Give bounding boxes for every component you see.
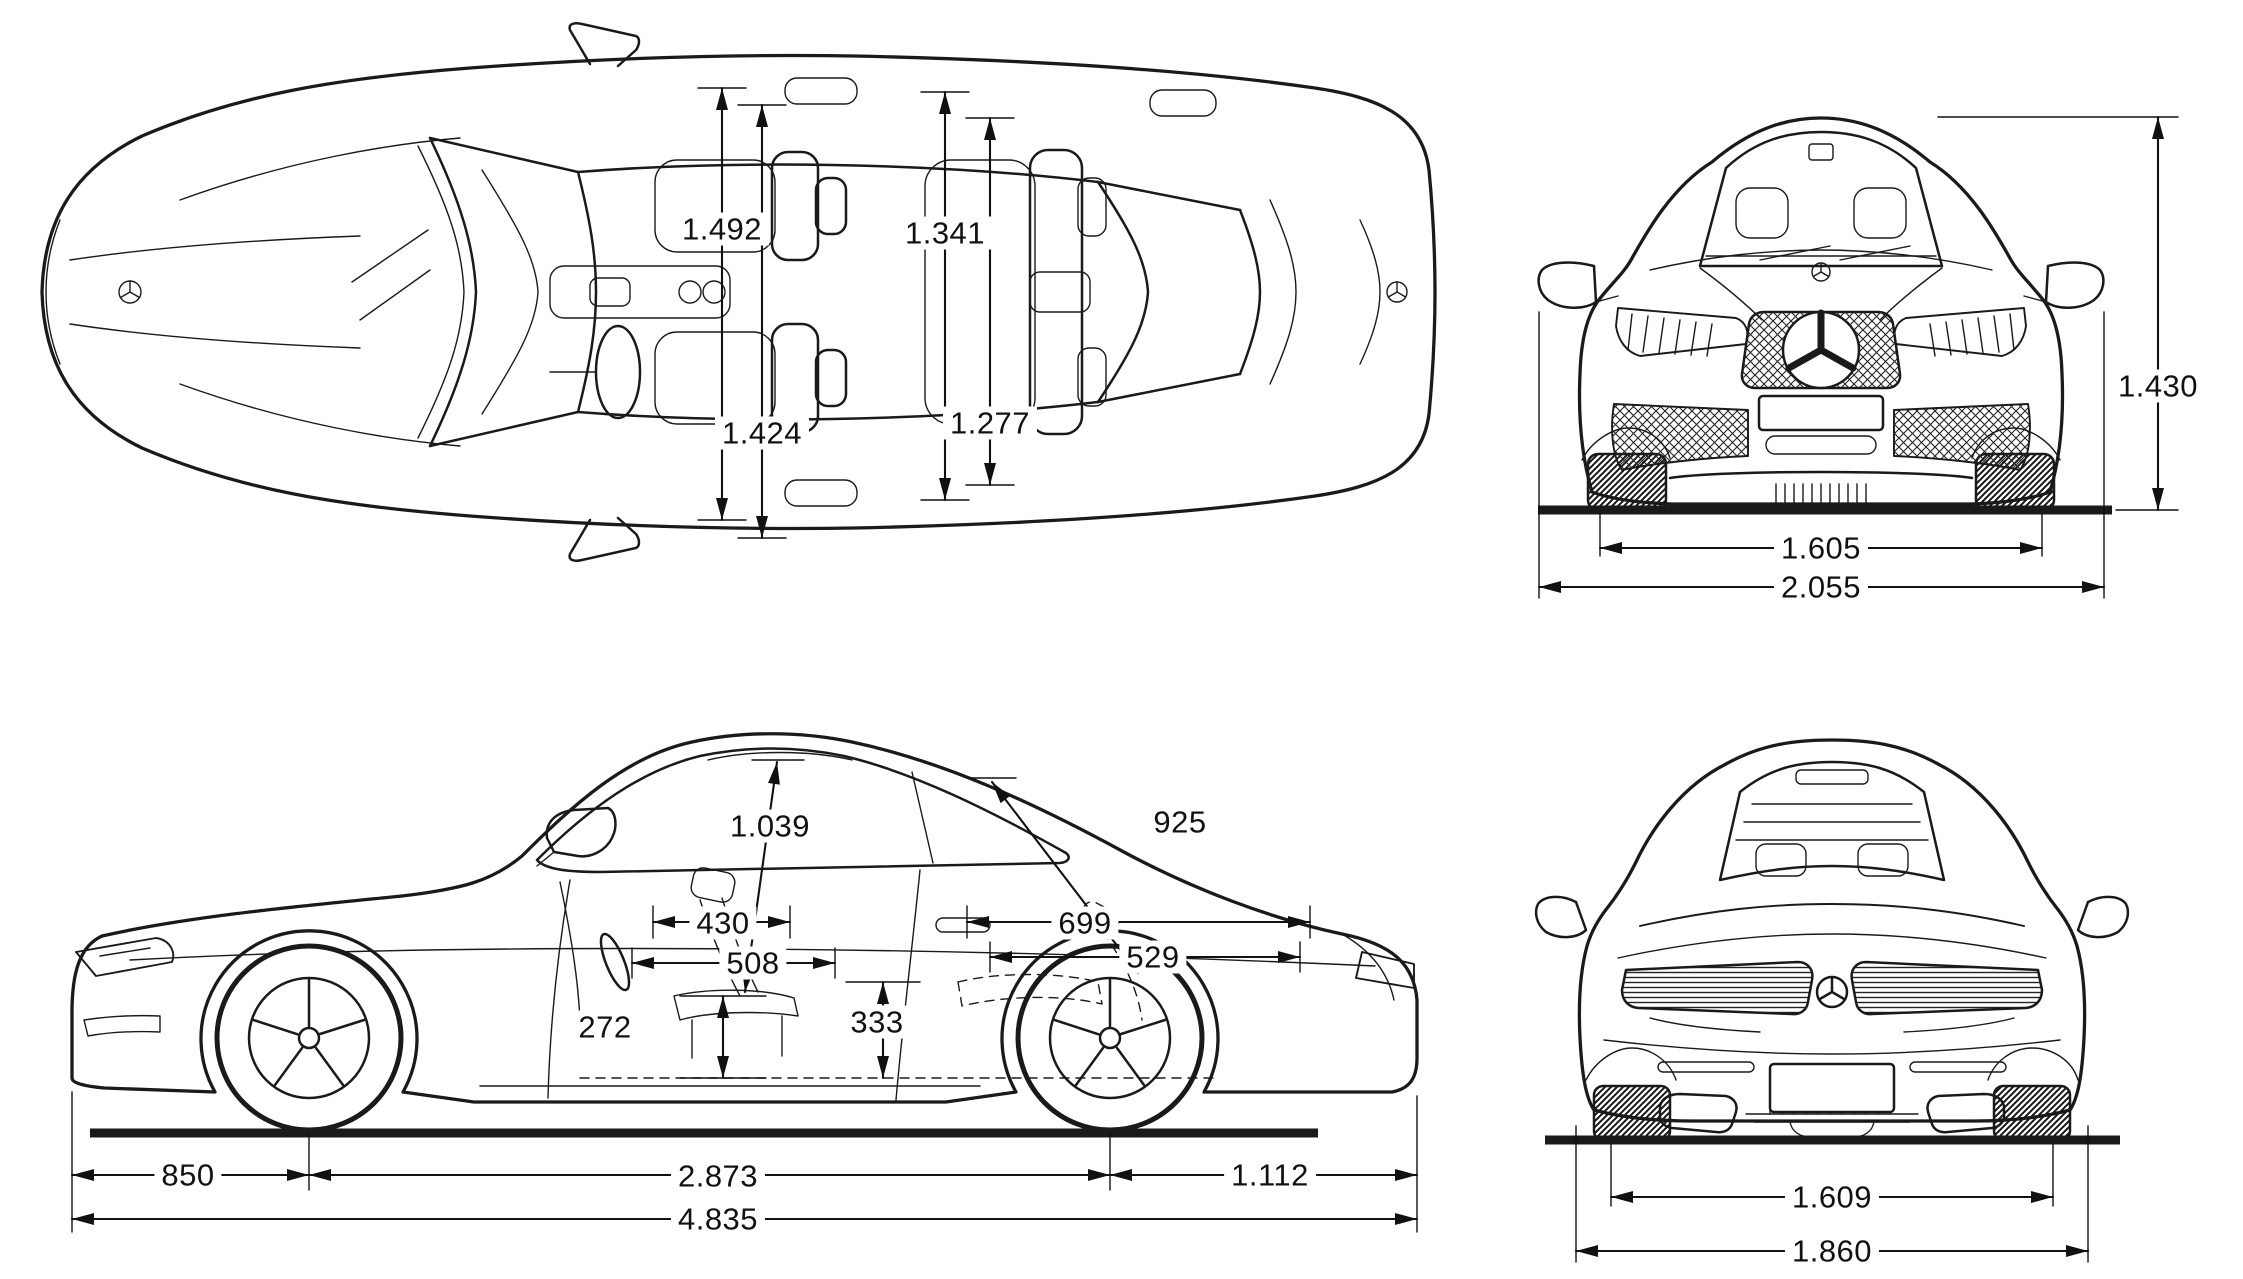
dim-label-1492: 1.492 xyxy=(674,212,770,246)
door-handle xyxy=(784,479,858,507)
dim-label-1341: 1.341 xyxy=(897,216,993,250)
dim-label-430: 430 xyxy=(689,906,757,940)
wing-mirror xyxy=(568,516,641,562)
door-handle xyxy=(784,77,858,105)
dim-label-rear-overhang-1112: 1.112 xyxy=(1224,1158,1316,1192)
dim-label-272: 272 xyxy=(571,1010,639,1044)
dim-label-length-4835: 4.835 xyxy=(670,1202,766,1236)
dim-label-925: 925 xyxy=(1146,805,1214,839)
rear-bench xyxy=(924,148,1107,436)
dim-label-1424: 1.424 xyxy=(714,416,810,450)
center-console xyxy=(549,265,731,319)
dim-label-track-front-1605: 1.605 xyxy=(1773,531,1869,565)
headrest xyxy=(1755,843,1807,877)
roof-rails xyxy=(576,163,1100,421)
top-view xyxy=(40,22,1437,562)
front-view xyxy=(1537,115,2179,599)
headrest xyxy=(1735,187,1789,239)
headlight xyxy=(1893,307,2027,357)
dim-label-front-overhang-850: 850 xyxy=(154,1158,222,1192)
mercedes-star-icon xyxy=(1386,281,1408,303)
dim-label-1277: 1.277 xyxy=(942,406,1038,440)
dim-label-529: 529 xyxy=(1119,940,1187,974)
lower-intake xyxy=(1893,403,2031,471)
reflector xyxy=(1657,1061,1755,1073)
dim-label-508: 508 xyxy=(719,946,787,980)
fuel-cap xyxy=(1149,89,1217,117)
car-body-outline xyxy=(1577,738,2087,1123)
steering-wheel xyxy=(594,324,642,420)
wing-mirror xyxy=(568,22,641,68)
wipers xyxy=(351,229,431,321)
headlight xyxy=(75,937,175,977)
front-wheel xyxy=(214,943,404,1133)
dim-label-1039: 1.039 xyxy=(722,809,818,843)
steering-wheel xyxy=(599,932,631,992)
third-brake-light xyxy=(1795,769,1869,785)
wing-mirror xyxy=(1537,261,1598,309)
wing-mirror xyxy=(545,806,617,858)
mercedes-star-icon xyxy=(1811,262,1831,282)
taillight xyxy=(1620,960,1814,1016)
license-plate xyxy=(1757,394,1885,432)
exhaust-tip xyxy=(1926,1092,2006,1134)
rearview-mirror xyxy=(1808,143,1834,161)
lower-intake xyxy=(1611,403,1749,471)
wing-mirror xyxy=(1534,895,1588,939)
taillight xyxy=(1355,951,1415,989)
wing-mirror xyxy=(2076,895,2130,939)
door-handle xyxy=(935,917,991,933)
dim-label-height-1430: 1.430 xyxy=(2110,369,2206,403)
wing-mirror xyxy=(2044,261,2105,309)
dim-label-track-rear-1609: 1.609 xyxy=(1784,1180,1880,1214)
windshield xyxy=(1698,130,1944,268)
rear-window xyxy=(1718,760,1946,882)
dim-label-body-width-1860: 1.860 xyxy=(1784,1234,1880,1268)
dim-label-699: 699 xyxy=(1051,906,1119,940)
windshield xyxy=(428,136,478,448)
rear-window xyxy=(1096,180,1150,404)
dim-label-333: 333 xyxy=(843,1005,911,1039)
wipers xyxy=(1759,245,1911,261)
taillight xyxy=(1850,960,2044,1016)
mercedes-star-icon xyxy=(118,280,142,304)
dim-label-wheelbase-2873: 2.873 xyxy=(670,1159,766,1193)
dim-label-width-2055: 2.055 xyxy=(1773,570,1869,604)
mercedes-star-icon xyxy=(1781,309,1861,390)
headlight xyxy=(1615,307,1749,357)
car-body-outline xyxy=(70,732,1419,1104)
door-line xyxy=(547,869,921,1101)
dashboard-profile xyxy=(559,881,581,1021)
dimension-lines-top xyxy=(697,86,1015,540)
front-seat xyxy=(654,150,848,262)
exhaust-tip xyxy=(1658,1092,1738,1134)
license-plate xyxy=(1768,1062,1896,1114)
reflector xyxy=(1909,1061,2007,1073)
car-body-outline xyxy=(40,53,1437,531)
headrest xyxy=(1857,843,1909,877)
headrest xyxy=(1853,187,1907,239)
dashboard xyxy=(481,169,539,415)
mercedes-star-icon xyxy=(1815,975,1849,1009)
